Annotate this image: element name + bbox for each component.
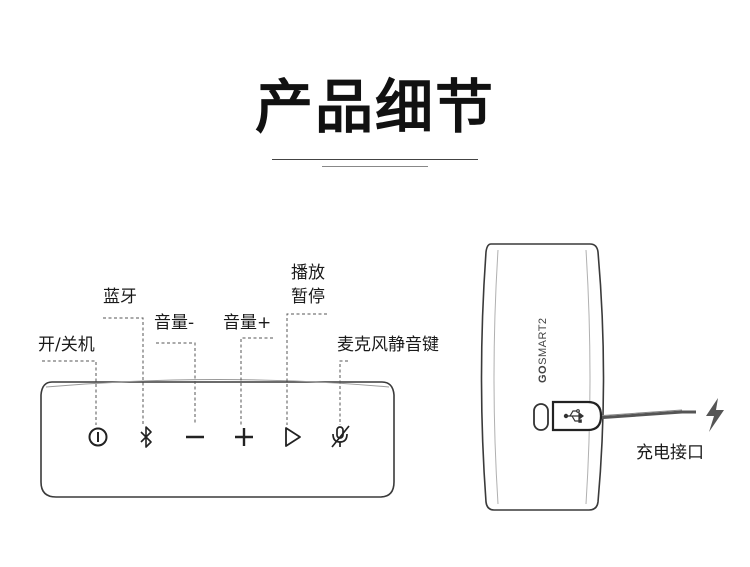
speaker-top-body bbox=[40, 381, 395, 498]
leader-lines bbox=[42, 313, 348, 425]
bluetooth-icon bbox=[140, 426, 152, 448]
usb-cable-outline bbox=[595, 409, 683, 417]
charging-port-label: 充电接口 bbox=[636, 443, 704, 463]
play-pause-label-line2: 暂停 bbox=[291, 287, 325, 307]
page-title: 产品细节 bbox=[254, 73, 495, 141]
volume-up-label: 音量+ bbox=[223, 313, 272, 333]
charging-port bbox=[533, 403, 549, 431]
play-pause-label-line1: 播放 bbox=[291, 263, 325, 283]
speaker-side-body bbox=[480, 243, 605, 511]
volume-down-label: 音量- bbox=[154, 313, 195, 333]
usb-cable bbox=[595, 410, 696, 420]
mic-mute-icon bbox=[331, 425, 350, 448]
title-underline-short bbox=[322, 166, 428, 167]
usb-icon bbox=[563, 409, 584, 423]
speaker-side-inner-right bbox=[585, 249, 591, 505]
mic-mute-label: 麦克风静音键 bbox=[337, 335, 439, 355]
lightning-icon bbox=[706, 398, 724, 432]
bluetooth-label: 蓝牙 bbox=[103, 287, 137, 307]
brand-logo: GOSMART2 bbox=[537, 317, 549, 383]
power-label: 开/关机 bbox=[38, 335, 95, 355]
volume-up-icon bbox=[235, 428, 253, 446]
play-icon bbox=[285, 427, 301, 447]
speaker-top-edge bbox=[45, 379, 390, 388]
power-icon bbox=[88, 427, 108, 447]
speaker-side-inner-left bbox=[493, 249, 499, 505]
title-underline bbox=[272, 159, 478, 160]
